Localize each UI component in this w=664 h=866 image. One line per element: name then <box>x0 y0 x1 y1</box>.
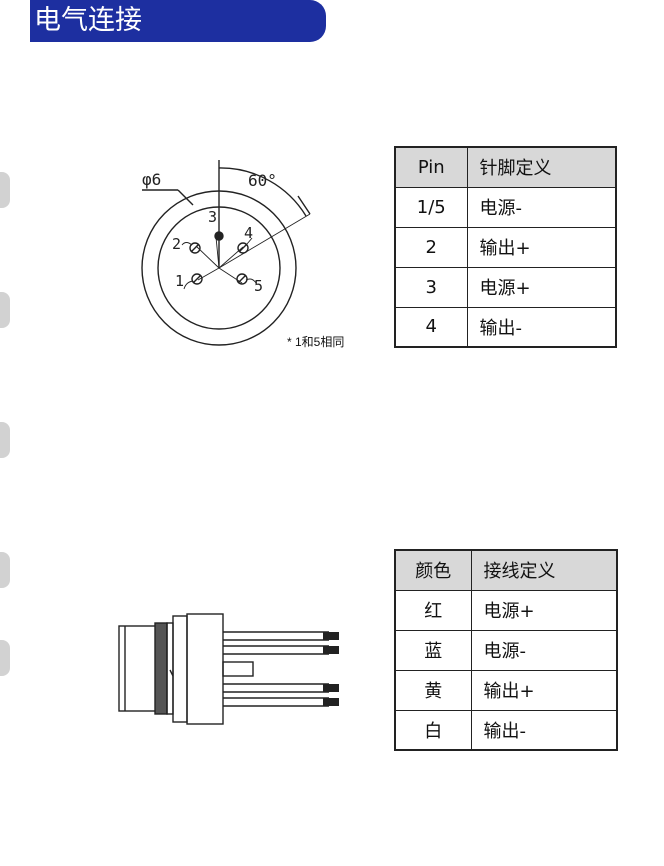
table-row: 4 输出- <box>394 306 617 348</box>
definition-cell: 电源+ <box>466 266 617 308</box>
pin-label-2: 2 <box>172 235 181 253</box>
definition-cell: 输出- <box>470 709 618 751</box>
section-title: 电气连接 <box>34 5 142 36</box>
pin-label-3: 3 <box>208 208 217 226</box>
diameter-label: φ6 <box>142 170 161 189</box>
side-tab <box>0 640 10 676</box>
connector-pin-diagram: φ6 60° 1 2 3 4 5 <box>141 160 311 346</box>
pin-5 <box>236 273 248 285</box>
table-row: 3 电源+ <box>394 266 617 308</box>
pin-3 <box>214 231 224 241</box>
definition-cell: 输出- <box>466 306 617 348</box>
pin-cell: 2 <box>394 226 468 268</box>
column-header: 接线定义 <box>470 549 618 591</box>
table-row: 蓝 电源- <box>394 629 618 671</box>
table-row: 黄 输出+ <box>394 669 618 711</box>
pin-cell: 1/5 <box>394 186 468 228</box>
column-header: 针脚定义 <box>466 146 617 188</box>
column-header: 颜色 <box>394 549 472 591</box>
wire-tip <box>323 632 339 640</box>
table-row: 1/5 电源- <box>394 186 617 228</box>
footnote: * 1和5相同 <box>287 335 345 349</box>
knurled-ring <box>154 622 168 715</box>
definition-cell: 电源- <box>470 629 618 671</box>
color-cell: 白 <box>394 709 472 751</box>
pin-label-4: 4 <box>244 224 253 242</box>
definition-cell: 输出+ <box>466 226 617 268</box>
pin-definition-table: Pin 针脚定义 1/5 电源- 2 输出+ 3 电源+ 4 输出- <box>394 146 617 348</box>
angle-label: 60° <box>248 171 277 190</box>
wire-tip <box>323 684 339 692</box>
wire-tip <box>323 698 339 706</box>
pin-label-5: 5 <box>254 277 263 295</box>
pin-1 <box>191 273 203 285</box>
wire-tip <box>323 646 339 654</box>
cable-connector-drawing <box>118 613 339 725</box>
color-cell: 红 <box>394 589 472 631</box>
definition-cell: 电源+ <box>470 589 618 631</box>
side-tab <box>0 172 10 208</box>
section-header: 电气连接 <box>30 0 326 42</box>
pin-2 <box>189 242 201 254</box>
pin-cell: 4 <box>394 306 468 348</box>
side-tab <box>0 552 10 588</box>
pin-label-1: 1 <box>175 272 184 290</box>
table-row: 2 输出+ <box>394 226 617 268</box>
table-header-row: 颜色 接线定义 <box>394 549 618 591</box>
color-cell: 蓝 <box>394 629 472 671</box>
table-row: 白 输出- <box>394 709 618 751</box>
table-row: 红 电源+ <box>394 589 618 631</box>
table-header-row: Pin 针脚定义 <box>394 146 617 188</box>
side-tab <box>0 292 10 328</box>
pin-cell: 3 <box>394 266 468 308</box>
definition-cell: 输出+ <box>470 669 618 711</box>
pin-4 <box>237 242 249 254</box>
side-tab <box>0 422 10 458</box>
definition-cell: 电源- <box>466 186 617 228</box>
wire-definition-table: 颜色 接线定义 红 电源+ 蓝 电源- 黄 输出+ 白 输出- <box>394 549 618 751</box>
column-header: Pin <box>394 146 468 188</box>
color-cell: 黄 <box>394 669 472 711</box>
